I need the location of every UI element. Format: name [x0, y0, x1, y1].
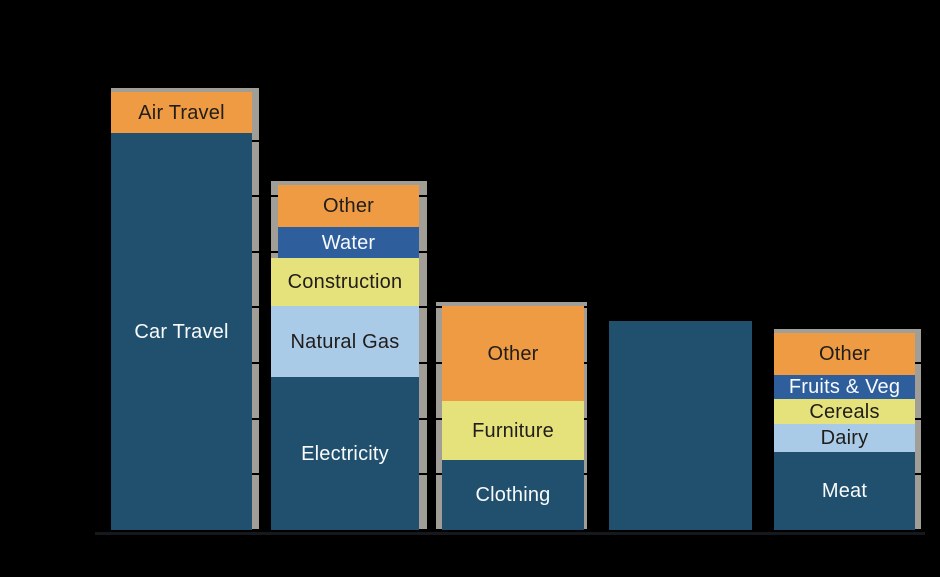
bar-segment-fruits-veg: Fruits & Veg	[774, 375, 915, 399]
bar-segment-electricity: Electricity	[271, 377, 419, 530]
bar-segment-cereals: Cereals	[774, 399, 915, 424]
segment-label: Other	[322, 195, 375, 217]
bar-segment-other: Other	[442, 306, 584, 401]
bar-segment-natural-gas: Natural Gas	[271, 306, 419, 377]
bar-segment-furniture: Furniture	[442, 401, 584, 460]
horizontal-gridline	[95, 251, 925, 253]
bar-segment-air-travel: Air Travel	[111, 92, 252, 133]
segment-label: Air Travel	[138, 101, 225, 124]
segment-label: Electricity	[301, 442, 389, 465]
segment-label: Furniture	[472, 419, 554, 442]
segment-label: Clothing	[475, 484, 551, 506]
bar-segment-meat: Meat	[774, 452, 915, 530]
segment-label: Meat	[821, 480, 868, 502]
bar-segment-construction: Construction	[271, 258, 419, 306]
bar-segment-dairy: Dairy	[774, 424, 915, 452]
horizontal-gridline	[95, 140, 925, 142]
horizontal-gridline	[95, 84, 925, 86]
bar-segment-water: Water	[278, 227, 419, 258]
bar-segment-unlabeled	[609, 321, 752, 530]
bar-segment-other: Other	[774, 333, 915, 375]
segment-label: Dairy	[820, 427, 869, 449]
segment-label: Fruits & Veg	[788, 376, 901, 398]
category-axis-line	[95, 532, 925, 535]
bar-segment-clothing: Clothing	[442, 460, 584, 530]
segment-label: Water	[321, 231, 376, 254]
horizontal-gridline	[95, 529, 925, 531]
horizontal-gridline	[95, 195, 925, 197]
segment-label: Other	[818, 343, 871, 365]
segment-label: Cereals	[809, 400, 880, 423]
segment-label: Other	[487, 342, 539, 365]
bar-segment-other: Other	[278, 185, 419, 227]
segment-label: Car Travel	[134, 320, 229, 343]
segment-label: Natural Gas	[290, 330, 400, 353]
segment-label: Construction	[287, 271, 403, 293]
bar-segment-car-travel: Car Travel	[111, 133, 252, 530]
